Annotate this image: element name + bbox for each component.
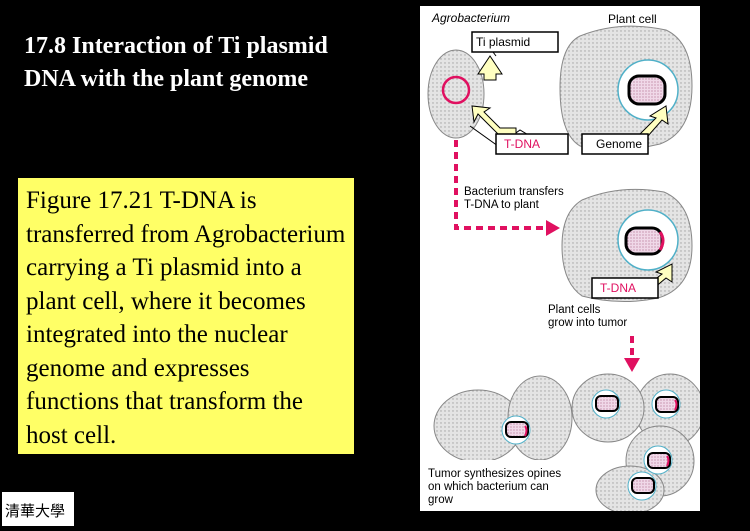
tumor-cells — [433, 373, 700, 511]
genome-middle — [624, 226, 664, 256]
diagram-graphics — [420, 25, 700, 511]
genome-arrow — [639, 105, 669, 137]
ti-plasmid-ring — [441, 75, 471, 105]
slide-title-line2: DNA with the plant genome — [24, 66, 309, 92]
label-plant-cells-grow: Plant cells grow into tumor — [548, 304, 628, 329]
logo-text: 清華大學 — [5, 502, 65, 520]
label-tdna-top: T-DNA — [504, 137, 540, 151]
ti-plasmid-arrow — [477, 55, 503, 81]
label-genome: Genome — [596, 137, 643, 151]
tumor-arrowhead — [624, 358, 640, 372]
genome-box — [581, 133, 649, 155]
label-tdna-mid: T-DNA — [600, 281, 636, 295]
opines-label-bg — [420, 460, 580, 511]
plant-cell-top — [559, 25, 693, 151]
genome-top — [627, 74, 667, 106]
label-plant-cell: Plant cell — [608, 12, 657, 26]
label-agrobacterium: Agrobacterium — [432, 11, 511, 25]
plant-cell-middle — [561, 188, 693, 303]
slide-title-line1: 17.8 Interaction of Ti plasmid — [24, 33, 328, 59]
transfer-arrowhead — [546, 220, 560, 236]
university-logo: 清華大學 — [2, 492, 74, 526]
slide-title: 17.8 Interaction of Ti plasmid DNA with … — [24, 30, 404, 96]
diagram-panel: Agrobacterium Plant cell Ti plasmid T-DN… — [420, 6, 700, 511]
transfer-path — [454, 140, 546, 230]
label-ti-plasmid: Ti plasmid — [476, 35, 531, 49]
tdna-box-top — [495, 133, 569, 155]
label-bacterium-transfers: Bacterium transfers T-DNA to plant — [464, 186, 564, 211]
label-tumor-opines: Tumor synthesizes opines on which bacter… — [428, 468, 562, 506]
ti-plasmid-box — [471, 31, 559, 53]
agrobacterium-cell — [427, 49, 485, 139]
tdna-box-mid — [591, 277, 659, 299]
figure-caption: Figure 17.21 T-DNA is transferred from A… — [18, 178, 354, 454]
